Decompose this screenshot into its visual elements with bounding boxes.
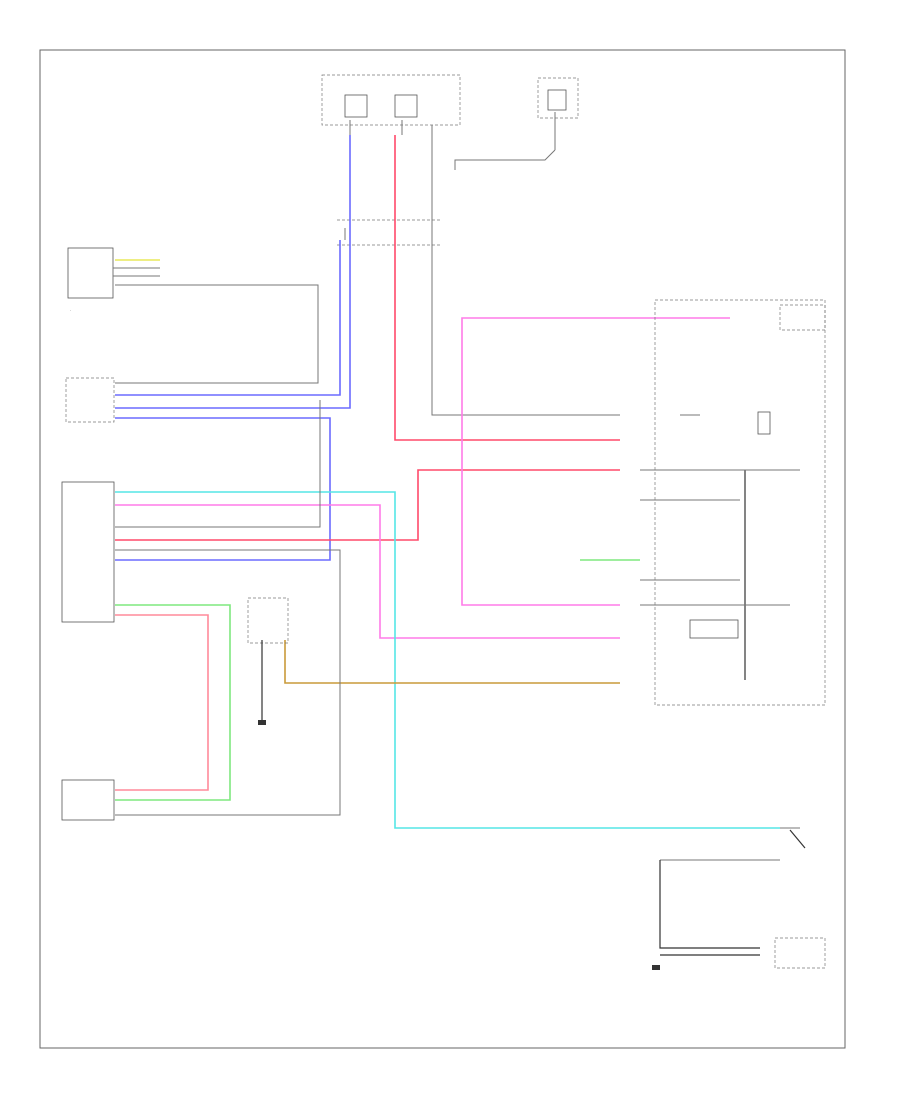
wire-gray-c bbox=[115, 549, 341, 816]
wire-pink-1 bbox=[461, 317, 730, 606]
wire-red-2 bbox=[115, 469, 620, 541]
wire-red-3 bbox=[115, 614, 209, 791]
tire-pressure-ecu bbox=[61, 481, 115, 623]
tire-pressure-receiver bbox=[61, 779, 115, 821]
wire-orange bbox=[284, 640, 620, 684]
gateway-ecu bbox=[659, 860, 826, 969]
wire-cyan bbox=[115, 491, 780, 829]
wire-gray-b bbox=[115, 284, 319, 384]
diagram-frame bbox=[39, 49, 846, 1049]
fuse-box-top-right bbox=[454, 77, 579, 170]
svg-text:·: · bbox=[70, 308, 71, 313]
combination-meter bbox=[640, 299, 826, 706]
wire-blue-2 bbox=[115, 240, 341, 396]
tire-pressure-switch bbox=[660, 827, 806, 861]
connector-upper-right bbox=[779, 304, 826, 331]
wire-red-1 bbox=[394, 135, 620, 441]
ground-left bbox=[247, 597, 289, 725]
wire-pink-2 bbox=[115, 504, 620, 639]
wire-blue-1 bbox=[115, 135, 351, 409]
fuse-box-top-left bbox=[321, 74, 461, 140]
junction-connector bbox=[337, 219, 440, 246]
wire-gray-d bbox=[115, 400, 321, 528]
connector-mid-left bbox=[65, 377, 115, 423]
wire-green-1 bbox=[115, 604, 231, 801]
wire-blue-3 bbox=[115, 417, 331, 561]
ground-bottom bbox=[652, 965, 660, 970]
connector-top-left: · bbox=[67, 247, 160, 313]
wire-gray-a bbox=[431, 140, 620, 416]
